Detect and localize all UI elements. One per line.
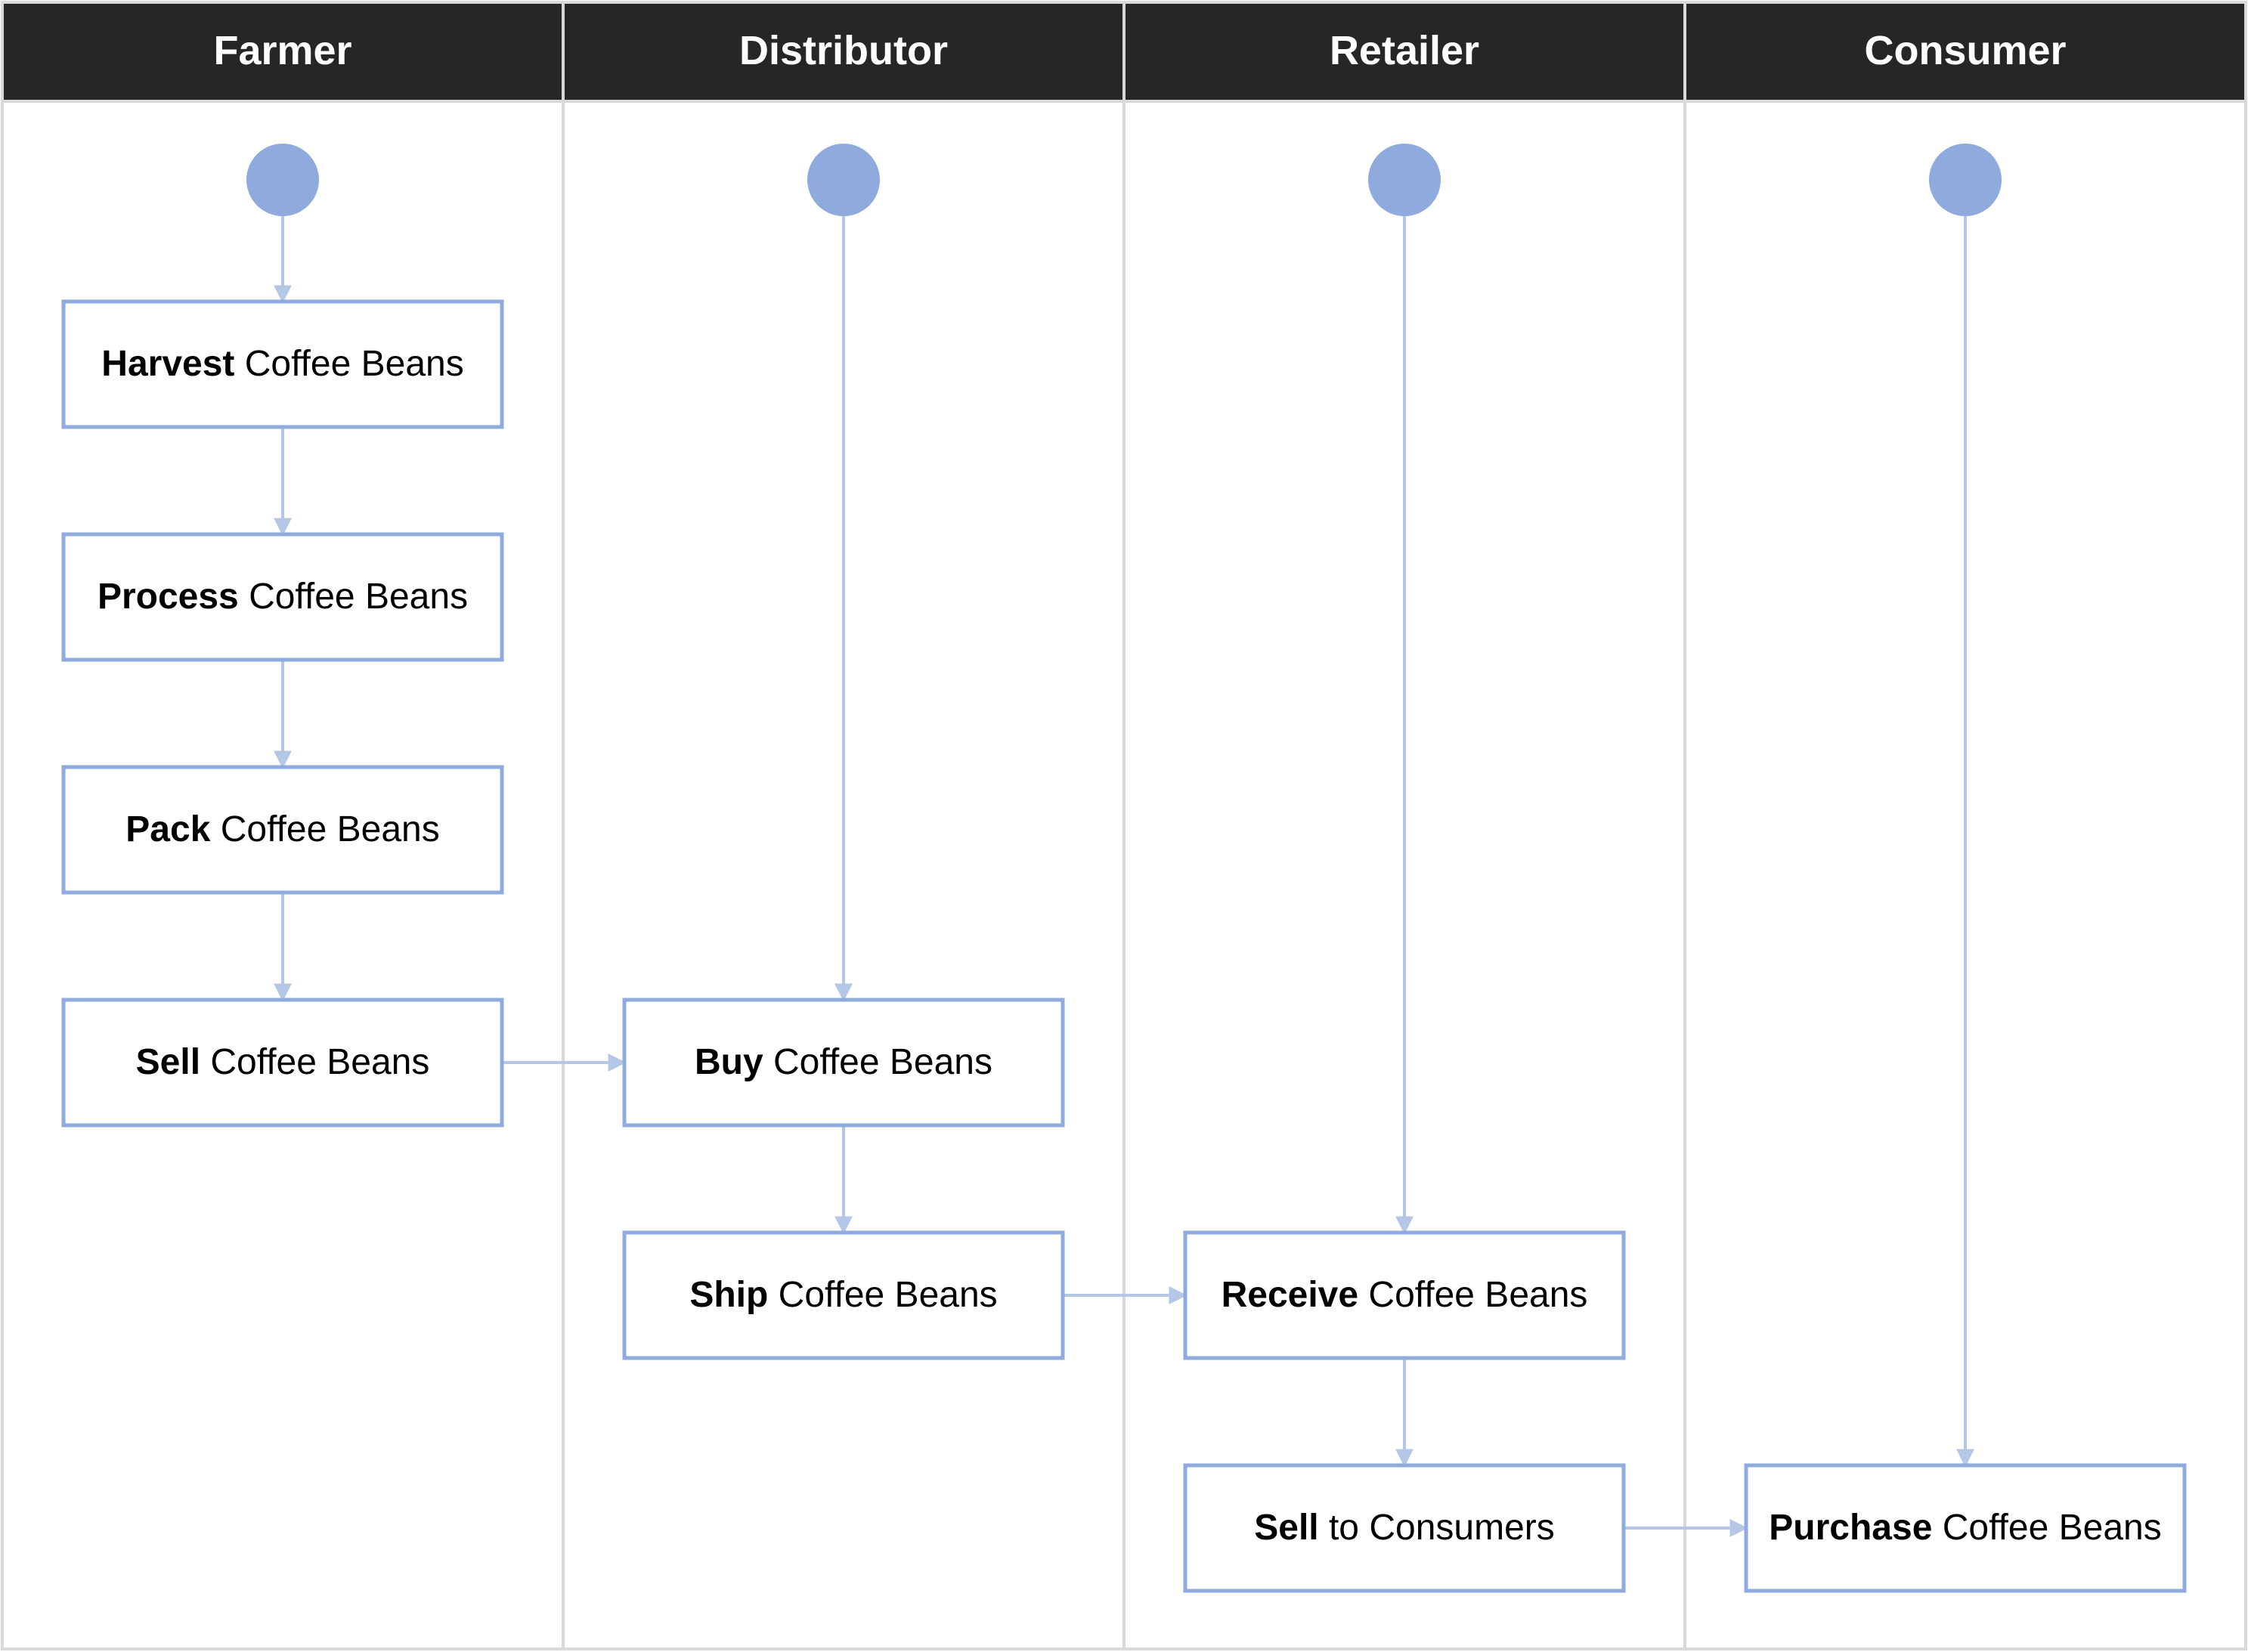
activity-label: Harvest Coffee Beans [101, 344, 463, 384]
lane-title-farmer: Farmer [213, 28, 351, 73]
activity-object: Coffee Beans [239, 577, 468, 617]
lane-header-farmer [1, 1, 565, 103]
start-node-retailer [1368, 144, 1441, 216]
activity-label: Ship Coffee Beans [689, 1275, 997, 1315]
start-node-farmer [246, 144, 319, 216]
lane-title-retailer: Retailer [1330, 28, 1479, 73]
activity-object: Coffee Beans [210, 809, 439, 849]
lane-header-distributor [562, 1, 1126, 103]
activity-pack: Pack Coffee Beans [61, 765, 504, 895]
activity-label: Sell to Consumers [1254, 1508, 1555, 1548]
activity-box [1183, 1230, 1626, 1360]
activity-object: Coffee Beans [1932, 1508, 2161, 1548]
lane-title-distributor: Distributor [739, 28, 948, 73]
activity-label: Purchase Coffee Beans [1769, 1508, 2161, 1548]
activity-process: Process Coffee Beans [61, 532, 504, 662]
activity-box [61, 998, 504, 1128]
activity-label: Process Coffee Beans [98, 577, 468, 617]
activity-box [61, 532, 504, 662]
activity-box [61, 765, 504, 895]
activity-object: to Consumers [1319, 1508, 1555, 1548]
activity-verb: Purchase [1769, 1508, 1932, 1548]
activity-verb: Receive [1222, 1275, 1358, 1315]
activity-harvest: Harvest Coffee Beans [61, 299, 504, 429]
lane-title-consumer: Consumer [1864, 28, 2066, 73]
activity-verb: Ship [689, 1275, 768, 1315]
activity-verb: Sell [136, 1042, 200, 1082]
activity-sell-consumers: Sell to Consumers [1183, 1463, 1626, 1593]
activity-box [1744, 1463, 2187, 1593]
activity-label: Sell Coffee Beans [136, 1042, 430, 1082]
activity-verb: Harvest [101, 344, 234, 384]
activity-verb: Buy [695, 1042, 763, 1082]
activity-box [622, 1230, 1065, 1360]
activity-verb: Process [98, 577, 239, 617]
activity-box [61, 299, 504, 429]
activity-sell: Sell Coffee Beans [61, 998, 504, 1128]
activity-label: Pack Coffee Beans [125, 809, 439, 849]
activity-verb: Pack [125, 809, 210, 849]
lane-header-consumer [1683, 1, 2247, 103]
activity-buy: Buy Coffee Beans [622, 998, 1065, 1128]
activity-verb: Sell [1254, 1508, 1318, 1548]
activity-receive: Receive Coffee Beans [1183, 1230, 1626, 1360]
activity-object: Coffee Beans [763, 1042, 992, 1082]
lane-header-retailer [1122, 1, 1686, 103]
activity-box [622, 998, 1065, 1128]
activity-label: Receive Coffee Beans [1222, 1275, 1588, 1315]
activity-object: Coffee Beans [200, 1042, 429, 1082]
activity-object: Coffee Beans [1358, 1275, 1587, 1315]
activity-ship: Ship Coffee Beans [622, 1230, 1065, 1360]
start-node-distributor [807, 144, 880, 216]
activity-purchase: Purchase Coffee Beans [1744, 1463, 2187, 1593]
activity-object: Coffee Beans [768, 1275, 997, 1315]
activity-label: Buy Coffee Beans [695, 1042, 992, 1082]
start-node-consumer [1929, 144, 2002, 216]
activity-box [1183, 1463, 1626, 1593]
activity-object: Coffee Beans [234, 344, 463, 384]
